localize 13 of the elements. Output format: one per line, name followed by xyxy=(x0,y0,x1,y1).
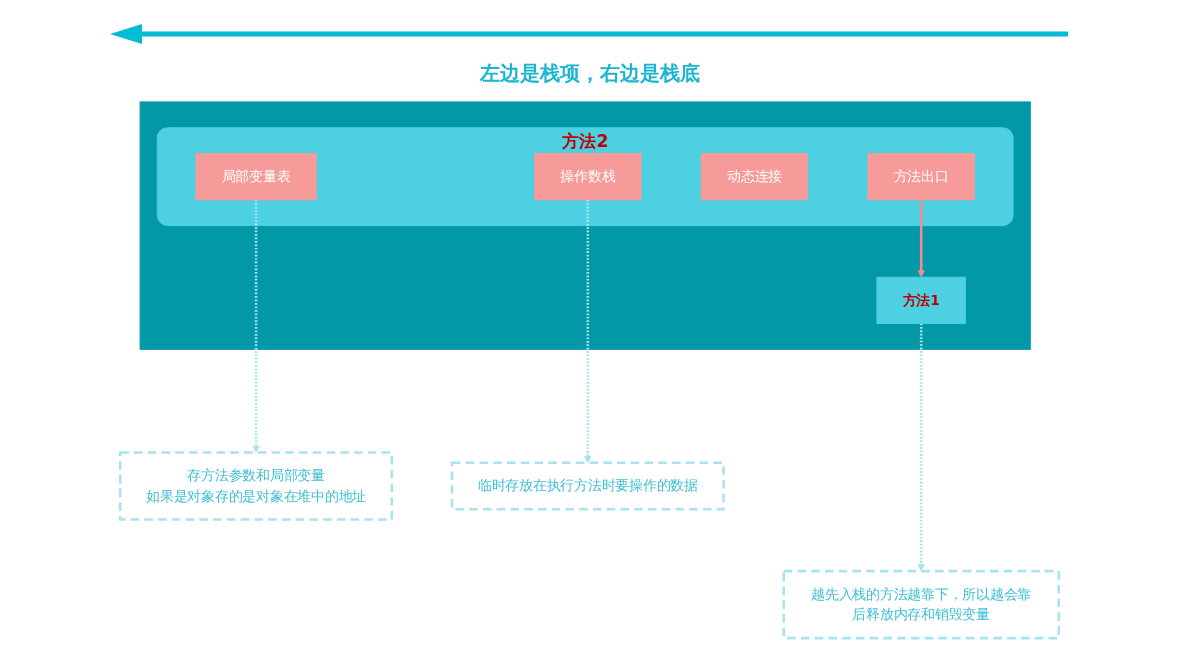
node-box: 操作数栈 xyxy=(534,153,642,201)
node-box: 临时存放在执行方法时要操作的数据 xyxy=(450,461,725,511)
node-box: 方法1 xyxy=(876,276,966,324)
arrow xyxy=(252,199,260,453)
direction-label: 左边是栈项，右边是栈底 xyxy=(479,61,700,85)
node-box: 存方法参数和局部变量 如果是对象存的是对象在堆中的地址 xyxy=(119,451,394,521)
node-box: 动态连接 xyxy=(700,153,809,201)
node-box: 越先入栈的方法越靠下，所以越会靠后释放内存和销毁变量 xyxy=(782,569,1060,640)
arrow xyxy=(917,323,925,572)
arrow xyxy=(917,199,925,278)
node-box: 局部变量表 xyxy=(195,153,317,201)
cluster xyxy=(139,101,1031,350)
node-box: 方法出口 xyxy=(867,153,975,201)
